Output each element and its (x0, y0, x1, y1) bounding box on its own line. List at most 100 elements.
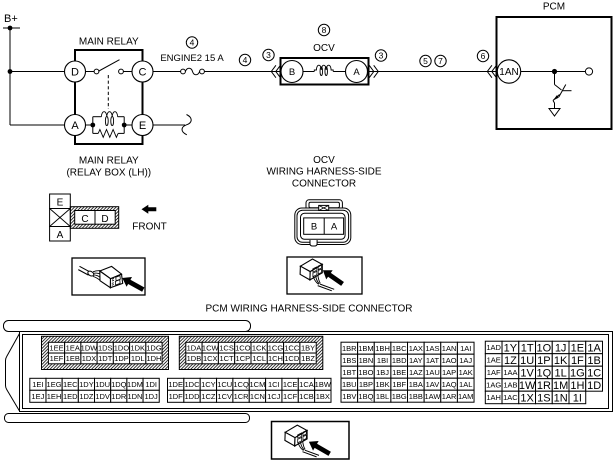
svg-text:1AX: 1AX (409, 344, 423, 353)
svg-text:1ED: 1ED (63, 392, 78, 401)
svg-text:1W: 1W (519, 380, 536, 392)
svg-text:WIRING HARNESS-SIDE: WIRING HARNESS-SIDE (266, 167, 381, 178)
svg-text:1BX: 1BX (316, 392, 330, 401)
svg-text:1DJ: 1DJ (144, 392, 158, 401)
svg-text:1CM: 1CM (250, 380, 266, 389)
svg-text:1BU: 1BU (342, 380, 357, 389)
svg-text:1EC: 1EC (63, 380, 78, 389)
svg-text:1CV: 1CV (217, 392, 232, 401)
svg-text:1BF: 1BF (392, 380, 406, 389)
svg-text:1CX: 1CX (203, 354, 218, 363)
svg-text:1T: 1T (521, 342, 534, 354)
svg-text:1CS: 1CS (219, 343, 234, 352)
svg-text:1CO: 1CO (235, 343, 251, 352)
svg-text:1M: 1M (553, 380, 568, 392)
svg-text:1BW: 1BW (315, 380, 332, 389)
svg-text:B: B (289, 67, 295, 78)
svg-text:1CD: 1CD (284, 354, 300, 363)
svg-text:A: A (57, 230, 64, 241)
svg-text:1AU: 1AU (425, 368, 440, 377)
svg-text:1DZ: 1DZ (79, 392, 94, 401)
svg-text:1DI: 1DI (145, 380, 157, 389)
svg-text:D: D (71, 66, 79, 78)
svg-text:1AR: 1AR (442, 392, 457, 401)
svg-text:1DO: 1DO (114, 343, 130, 352)
svg-text:1G: 1G (570, 367, 585, 379)
svg-text:1S: 1S (537, 392, 550, 404)
svg-text:1BL: 1BL (376, 392, 389, 401)
svg-text:E: E (139, 120, 146, 132)
svg-text:1BY: 1BY (301, 343, 315, 352)
svg-text:1BD: 1BD (392, 356, 407, 365)
svg-text:1CH: 1CH (268, 354, 283, 363)
svg-text:1Y: 1Y (504, 342, 518, 354)
svg-text:1BN: 1BN (359, 356, 374, 365)
svg-text:1AN: 1AN (499, 67, 518, 78)
svg-text:1CF: 1CF (283, 392, 298, 401)
svg-text:1CR: 1CR (234, 392, 250, 401)
svg-text:1DE: 1DE (168, 380, 183, 389)
svg-text:1BQ: 1BQ (358, 392, 373, 401)
svg-text:1E: 1E (571, 342, 584, 354)
svg-text:1BG: 1BG (392, 392, 407, 401)
svg-text:1D: 1D (587, 380, 601, 392)
svg-text:1CQ: 1CQ (233, 380, 249, 389)
svg-text:1CZ: 1CZ (201, 392, 216, 401)
svg-text:1AD: 1AD (486, 343, 501, 352)
svg-text:1H: 1H (570, 380, 584, 392)
svg-text:1DV: 1DV (95, 392, 110, 401)
svg-text:C: C (139, 66, 147, 78)
svg-text:1EB: 1EB (66, 354, 80, 363)
svg-text:4: 4 (190, 38, 195, 48)
svg-text:1EJ: 1EJ (31, 392, 44, 401)
svg-text:1AK: 1AK (459, 368, 473, 377)
svg-text:1DF: 1DF (169, 392, 184, 401)
svg-text:B+: B+ (4, 13, 18, 25)
svg-text:MAIN RELAY: MAIN RELAY (79, 156, 139, 167)
svg-text:1O: 1O (537, 342, 552, 354)
svg-text:1CI: 1CI (268, 380, 280, 389)
svg-text:1DH: 1DH (146, 354, 161, 363)
svg-text:D: D (101, 214, 108, 225)
svg-text:A: A (71, 120, 79, 132)
svg-text:PCM WIRING HARNESS-SIDE CONNEC: PCM WIRING HARNESS-SIDE CONNECTOR (205, 304, 412, 315)
svg-text:A: A (353, 67, 360, 78)
svg-text:1P: 1P (537, 355, 550, 367)
svg-text:1DB: 1DB (187, 354, 202, 363)
svg-text:1C: 1C (587, 367, 601, 379)
svg-text:1CC: 1CC (284, 343, 300, 352)
svg-text:1AG: 1AG (486, 381, 501, 390)
svg-text:1BB: 1BB (409, 392, 423, 401)
svg-text:1BT: 1BT (342, 368, 356, 377)
svg-text:1DX: 1DX (82, 354, 97, 363)
svg-text:1K: 1K (554, 355, 568, 367)
svg-text:1AB: 1AB (503, 381, 517, 390)
svg-text:1DD: 1DD (185, 392, 201, 401)
svg-text:1AH: 1AH (486, 393, 501, 402)
svg-text:B: B (311, 222, 317, 233)
svg-text:1EF: 1EF (50, 354, 64, 363)
svg-text:1BA: 1BA (409, 380, 423, 389)
svg-text:1BK: 1BK (375, 380, 389, 389)
svg-text:1X: 1X (520, 392, 534, 404)
svg-text:1AQ: 1AQ (442, 380, 457, 389)
svg-text:1CJ: 1CJ (267, 392, 281, 401)
svg-text:1DQ: 1DQ (111, 380, 127, 389)
svg-text:1EH: 1EH (47, 392, 62, 401)
svg-text:1DS: 1DS (98, 343, 113, 352)
svg-text:1BS: 1BS (342, 356, 356, 365)
svg-text:1AY: 1AY (409, 356, 423, 365)
svg-text:1DM: 1DM (127, 380, 143, 389)
svg-text:FRONT: FRONT (132, 222, 166, 233)
svg-text:CONNECTOR: CONNECTOR (292, 178, 356, 189)
svg-text:1Q: 1Q (537, 367, 552, 379)
svg-text:1N: 1N (554, 392, 568, 404)
svg-text:1AA: 1AA (503, 368, 517, 377)
svg-text:1CG: 1CG (268, 343, 284, 352)
svg-text:1AJ: 1AJ (459, 356, 472, 365)
svg-text:1BV: 1BV (342, 392, 356, 401)
svg-text:1CY: 1CY (201, 380, 216, 389)
svg-text:1DU: 1DU (95, 380, 110, 389)
svg-text:7: 7 (438, 56, 443, 66)
svg-text:1J: 1J (555, 342, 567, 354)
